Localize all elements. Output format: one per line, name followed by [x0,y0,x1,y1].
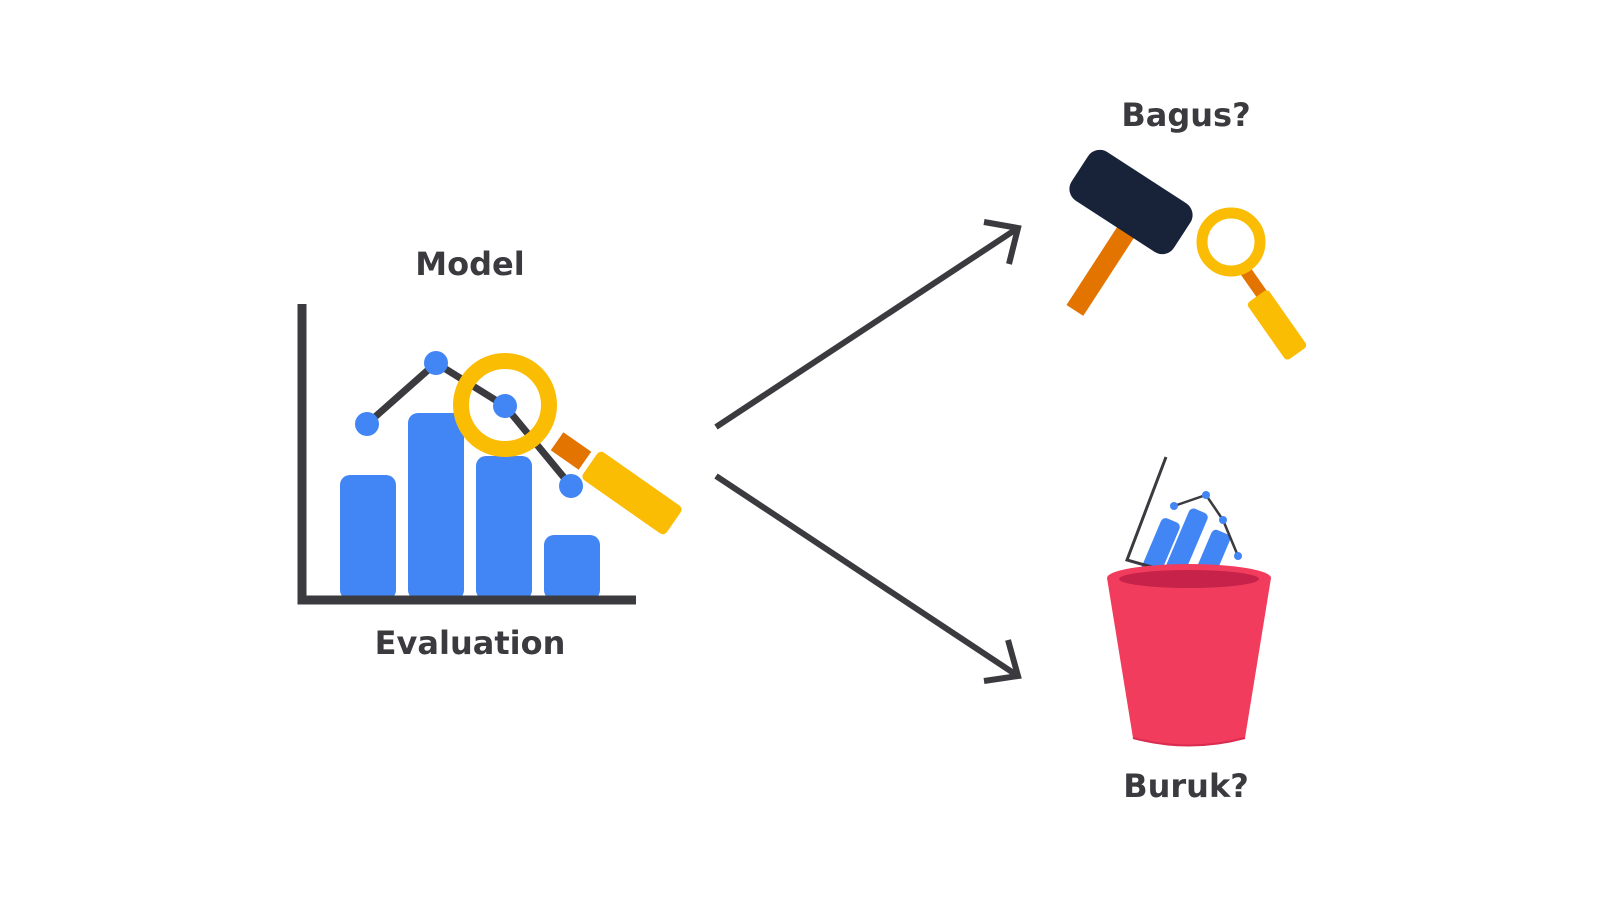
good-outcome-label: Bagus? [1121,96,1251,134]
trash-bin-with-chart-icon [1107,456,1271,747]
chart-bar [544,535,600,600]
chart-point [493,394,517,418]
chart-bar [340,475,396,600]
chart-bars [340,413,600,600]
hammer-icon [1066,149,1193,316]
magnifier-icon [453,353,682,535]
bad-outcome-label: Buruk? [1123,767,1249,805]
chart-with-magnifier-icon [297,304,682,605]
chart-point [559,474,583,498]
evaluation-label: Evaluation [374,624,566,662]
chart-bar [408,413,464,600]
arrow-down-right-icon [714,473,1022,684]
hammer-and-magnifier-icon [1066,149,1307,360]
arrow-up-right-icon [714,219,1022,430]
chart-axes [297,304,636,605]
chart-line [355,351,583,498]
chart-point [355,412,379,436]
chart-point [424,351,448,375]
trash-bin-icon [1107,564,1271,747]
chart-bar [476,456,532,600]
magnifier-icon [1196,207,1307,360]
model-label: Model [415,245,525,283]
